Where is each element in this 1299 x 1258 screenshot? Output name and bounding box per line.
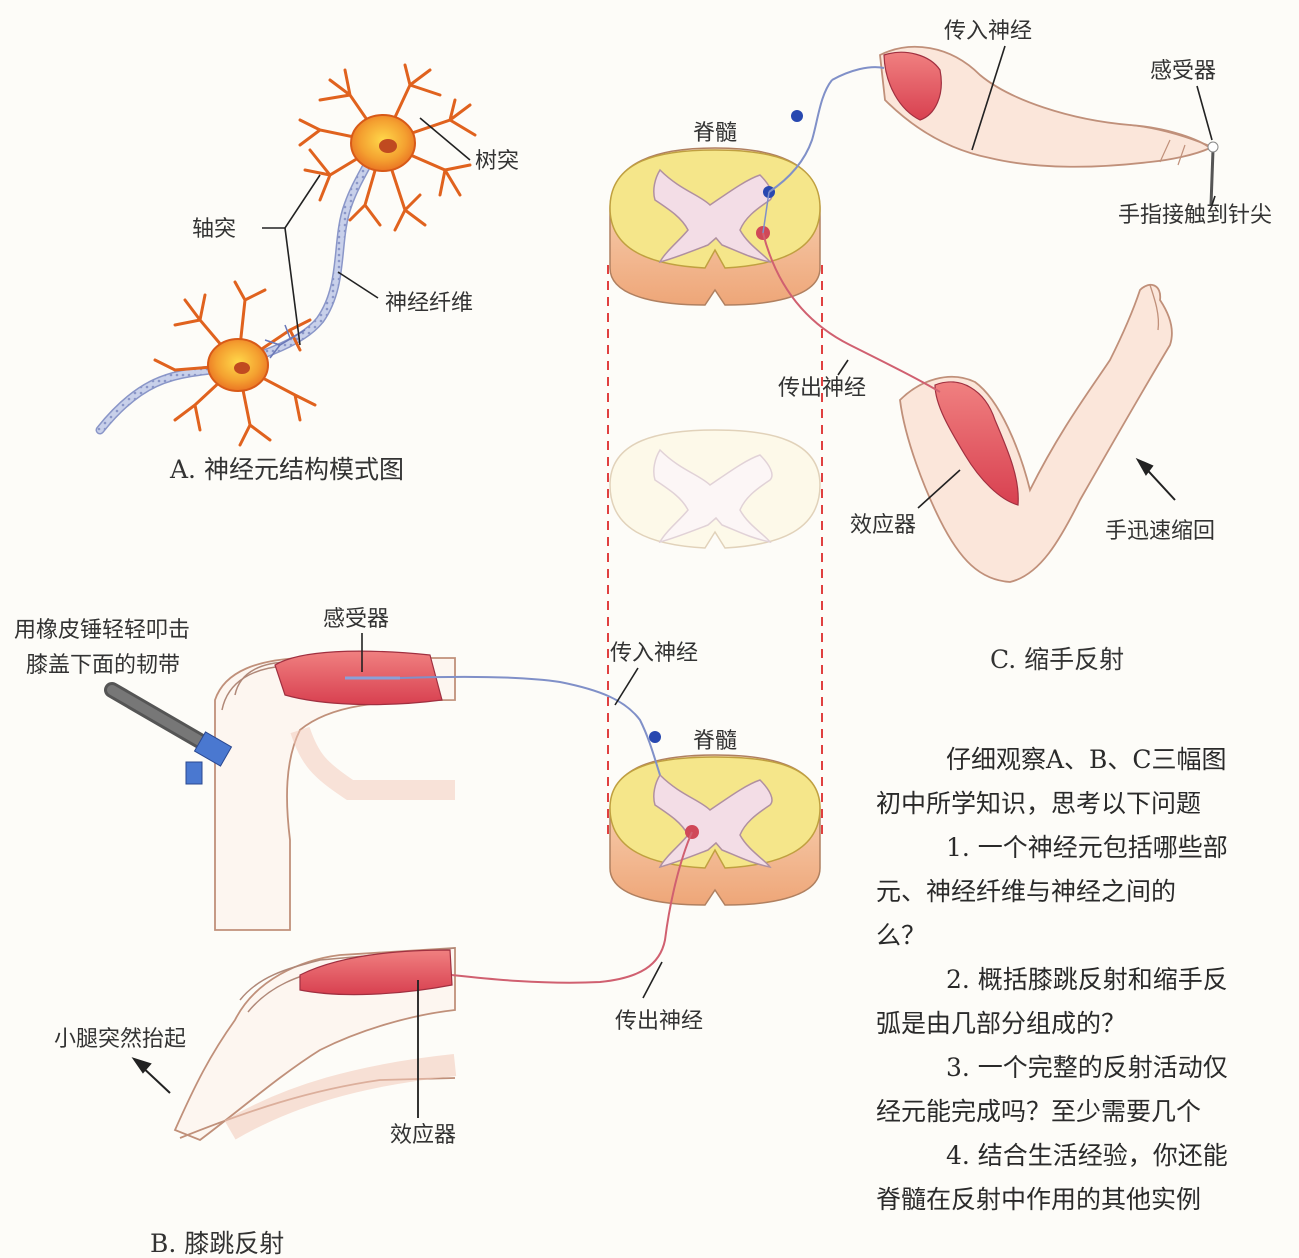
label-b-effector: 效应器: [390, 1123, 456, 1148]
question-2-line-2: 弧是由几部分组成的？: [876, 1002, 1299, 1046]
intro-line-1: 仔细观察A、B、C三幅图: [876, 738, 1299, 782]
label-c-effector: 效应器: [850, 513, 916, 538]
label-c-withdraw: 手迅速缩回: [1105, 519, 1215, 544]
label-c-touch: 手指接触到针尖: [1118, 203, 1272, 228]
label-c-receptor: 感受器: [1150, 59, 1216, 84]
question-3-line-2: 经元能完成吗？至少需要几个: [876, 1090, 1299, 1134]
question-text-block: 仔细观察A、B、C三幅图 初中所学知识，思考以下问题 1. 一个神经元包括哪些部…: [876, 738, 1299, 1222]
label-spinal-bottom: 脊髓: [693, 729, 737, 754]
label-axon: 轴突: [192, 217, 236, 242]
label-b-efferent: 传出神经: [615, 1009, 703, 1034]
intro-line-2: 初中所学知识，思考以下问题: [876, 782, 1299, 826]
label-hammer-1: 用橡皮锤轻轻叩击: [14, 618, 190, 643]
question-2-line-1: 2. 概括膝跳反射和缩手反: [876, 958, 1299, 1002]
reflex-hammer: [112, 690, 231, 784]
question-1-line-3: 么？: [876, 914, 1299, 958]
label-nerve-fiber: 神经纤维: [385, 291, 473, 316]
question-3-line-1: 3. 一个完整的反射活动仅: [876, 1046, 1299, 1090]
label-c-efferent: 传出神经: [778, 376, 866, 401]
label-dendrite: 树突: [475, 149, 519, 174]
spinal-cord-bottom: 脊髓: [610, 729, 820, 905]
question-1-line-1: 1. 一个神经元包括哪些部: [876, 826, 1299, 870]
caption-a: A. 神经元结构模式图: [169, 455, 404, 484]
label-spinal-top: 脊髓: [693, 121, 737, 146]
label-b-afferent: 传入神经: [610, 641, 698, 666]
question-4-line-2: 脊髓在反射中作用的其他实例: [876, 1178, 1299, 1222]
caption-b: B. 膝跳反射: [150, 1229, 284, 1258]
spinal-cord-faint: [610, 430, 820, 548]
caption-c: C. 缩手反射: [990, 645, 1124, 674]
spinal-cord-top: 脊髓: [610, 80, 832, 305]
label-b-leg-up: 小腿突然抬起: [54, 1027, 186, 1052]
panel-c-arms: 传入神经 感受器 手指接触到针尖 传出神经 效应器 手迅速缩回 C. 缩手反射: [763, 19, 1272, 674]
label-b-receptor: 感受器: [323, 607, 389, 632]
question-1-line-2: 元、神经纤维与神经之间的: [876, 870, 1299, 914]
panel-b-knee: 用橡皮锤轻轻叩击 膝盖下面的韧带 感受器 传入神经 传出神经 小腿突然抬起 效应…: [14, 607, 703, 1258]
label-hammer-2: 膝盖下面的韧带: [26, 653, 180, 678]
panel-a-neuron: 树突 轴突 神经纤维 A. 神经元结构模式图: [100, 65, 519, 484]
question-4-line-1: 4. 结合生活经验，你还能: [876, 1134, 1299, 1178]
label-c-afferent: 传入神经: [944, 19, 1032, 44]
